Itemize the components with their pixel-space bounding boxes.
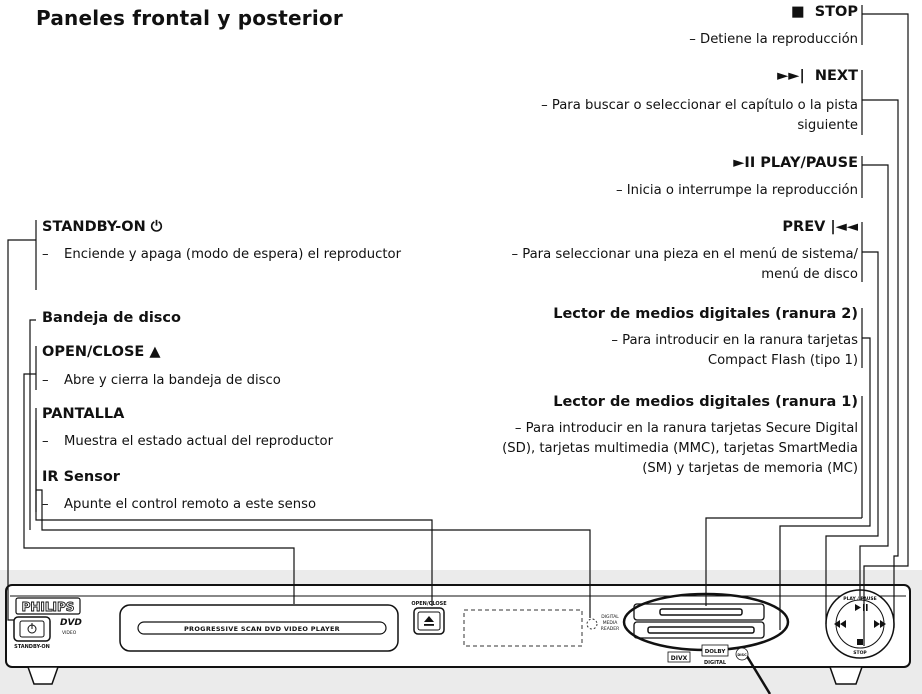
svg-text:VIDEO: VIDEO bbox=[62, 630, 77, 636]
prev-icon: |◄◄ bbox=[830, 219, 858, 235]
standby-button[interactable]: STANDBY-ON bbox=[13, 616, 51, 650]
play-pause-icon: ►II bbox=[733, 155, 756, 171]
card-slot-1[interactable] bbox=[633, 603, 765, 621]
display-window bbox=[463, 609, 583, 647]
dolby-logo: DOLBY DIGITAL bbox=[701, 644, 729, 666]
svg-text:DISC: DISC bbox=[737, 653, 747, 657]
stop-label: ■ STOP bbox=[790, 4, 858, 20]
eject-button-icon bbox=[424, 616, 434, 622]
tray-label: Bandeja de disco bbox=[42, 310, 181, 326]
display-label: PANTALLA bbox=[42, 406, 125, 422]
eject-icon: ▲ bbox=[149, 344, 161, 360]
transport-dial[interactable]: PLAY / PAUSE STOP bbox=[825, 589, 895, 659]
stop-desc: – Detiene la reproducción bbox=[689, 32, 858, 47]
next-desc: – Para buscar o seleccionar el capítulo … bbox=[541, 98, 858, 133]
next-label: ►►| NEXT bbox=[777, 68, 858, 84]
prev-label: PREV |◄◄ bbox=[782, 219, 858, 235]
svg-text:OPEN/CLOSE: OPEN/CLOSE bbox=[411, 601, 447, 607]
svg-text:DIGITAL: DIGITAL bbox=[601, 614, 619, 620]
slot1-desc: – Para introducir en la ranura tarjetas … bbox=[502, 421, 858, 476]
standby-label: STANDBY-ON ⏻ bbox=[42, 219, 163, 235]
dvd-logo: DVD VIDEO bbox=[60, 618, 82, 636]
next-icon: ►►| bbox=[777, 68, 805, 84]
svg-text:READER: READER bbox=[601, 626, 619, 632]
open-close-desc: –Abre y cierra la bandeja de disco bbox=[42, 373, 281, 388]
power-icon: ⏻ bbox=[150, 219, 163, 235]
dial-prev-icon bbox=[834, 620, 846, 628]
svg-text:DVD: DVD bbox=[60, 618, 82, 628]
digital-media-reader-text: DIGITAL MEDIA READER bbox=[601, 614, 620, 632]
standby-desc: –Enciende y apaga (modo de espera) el re… bbox=[42, 247, 402, 262]
leader-lines bbox=[7, 5, 909, 646]
svg-text:DIVX: DIVX bbox=[671, 655, 688, 662]
svg-text:PHILIPS: PHILIPS bbox=[22, 600, 75, 614]
svg-text:DOLBY: DOLBY bbox=[705, 649, 727, 655]
display-desc: –Muestra el estado actual del reproducto… bbox=[42, 434, 334, 449]
dial-play-icon bbox=[855, 604, 861, 611]
dial-stop-icon bbox=[857, 639, 863, 645]
card-slot-2[interactable] bbox=[633, 621, 765, 639]
ir-sensor bbox=[586, 618, 598, 630]
compact-disc-logo: DISC bbox=[735, 647, 749, 661]
svg-text:STANDBY-ON: STANDBY-ON bbox=[14, 644, 50, 650]
svg-text:MEDIA: MEDIA bbox=[603, 620, 619, 626]
play-pause-desc: – Inicia o interrumpe la reproducción bbox=[615, 183, 858, 198]
play-pause-label: ►II PLAY/PAUSE bbox=[733, 155, 858, 171]
prev-desc: – Para seleccionar una pieza en el menú … bbox=[511, 247, 858, 282]
ir-sensor-desc: –Apunte el control remoto a este senso bbox=[42, 497, 317, 512]
slot2-desc: – Para introducir en la ranura tarjetas … bbox=[611, 333, 858, 368]
slot1-label: Lector de medios digitales (ranura 1) bbox=[553, 394, 858, 410]
stop-icon: ■ bbox=[790, 4, 805, 20]
open-close-label: OPEN/CLOSE ▲ bbox=[42, 344, 161, 360]
open-close-button[interactable]: OPEN/CLOSE bbox=[411, 601, 447, 635]
ir-sensor-label: IR Sensor bbox=[42, 469, 120, 485]
page-title: Paneles frontal y posterior bbox=[36, 6, 343, 30]
dial-next-icon bbox=[874, 620, 886, 628]
divx-logo: DIVX bbox=[667, 651, 691, 663]
right-foot bbox=[828, 666, 864, 685]
disc-tray[interactable]: PROGRESSIVE SCAN DVD VIDEO PLAYER bbox=[119, 604, 399, 652]
svg-text:DIGITAL: DIGITAL bbox=[704, 660, 727, 666]
philips-logo: PHILIPS bbox=[15, 597, 81, 615]
left-foot bbox=[26, 666, 60, 685]
svg-text:STOP: STOP bbox=[853, 650, 867, 656]
svg-text:PROGRESSIVE SCAN DVD VIDEO PLA: PROGRESSIVE SCAN DVD VIDEO PLAYER bbox=[184, 625, 340, 633]
slot2-label: Lector de medios digitales (ranura 2) bbox=[553, 306, 858, 322]
